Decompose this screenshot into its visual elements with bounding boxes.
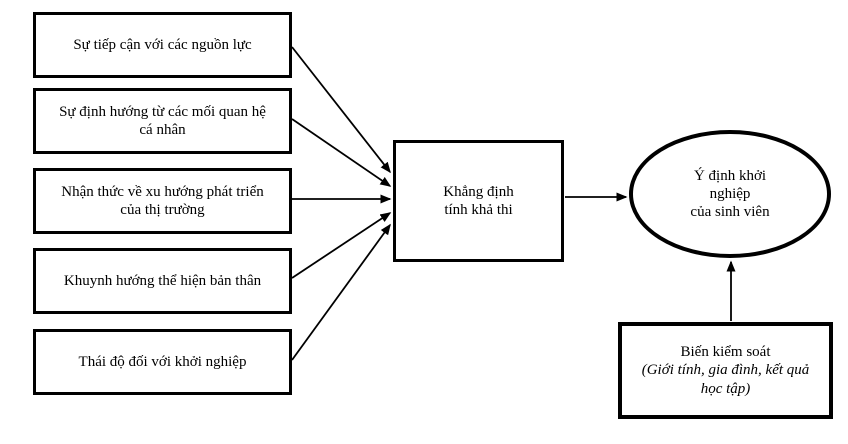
node-attitude: Thái độ đối với khởi nghiệp — [33, 329, 292, 395]
node-resources-label: Sự tiếp cận với các nguồn lực — [73, 36, 252, 53]
node-self-expression: Khuynh hướng thể hiện bản thân — [33, 248, 292, 314]
node-feasibility: Khẳng định tính khả thi — [393, 140, 564, 262]
node-market-trends-label: Nhận thức về xu hướng phát triển của thị… — [61, 183, 264, 218]
node-market-trends: Nhận thức về xu hướng phát triển của thị… — [33, 168, 292, 234]
node-control-subtitle: (Giới tính, gia đình, kết quả học tập) — [641, 362, 810, 397]
node-resources: Sự tiếp cận với các nguồn lực — [33, 12, 292, 78]
node-control-title: Biến kiểm soát — [680, 344, 771, 361]
arrow-attitude-to-feasibility — [291, 223, 391, 361]
arrow-self-expression-to-feasibility — [291, 212, 392, 279]
node-intention: Ý định khởi nghiệp của sinh viên — [629, 130, 831, 258]
node-relationships-label: Sự định hướng từ các mối quan hệ cá nhân — [59, 103, 266, 138]
arrow-resources-to-feasibility — [291, 46, 391, 174]
node-relationships: Sự định hướng từ các mối quan hệ cá nhân — [33, 88, 292, 154]
node-self-expression-label: Khuynh hướng thể hiện bản thân — [63, 272, 262, 289]
node-intention-label: Ý định khởi nghiệp của sinh viên — [690, 167, 770, 221]
node-feasibility-label: Khẳng định tính khả thi — [443, 183, 514, 218]
node-attitude-label: Thái độ đối với khởi nghiệp — [78, 353, 247, 370]
node-control-variables: Biến kiểm soát (Giới tính, gia đình, kết… — [618, 322, 833, 419]
arrow-relationships-to-feasibility — [291, 118, 392, 187]
